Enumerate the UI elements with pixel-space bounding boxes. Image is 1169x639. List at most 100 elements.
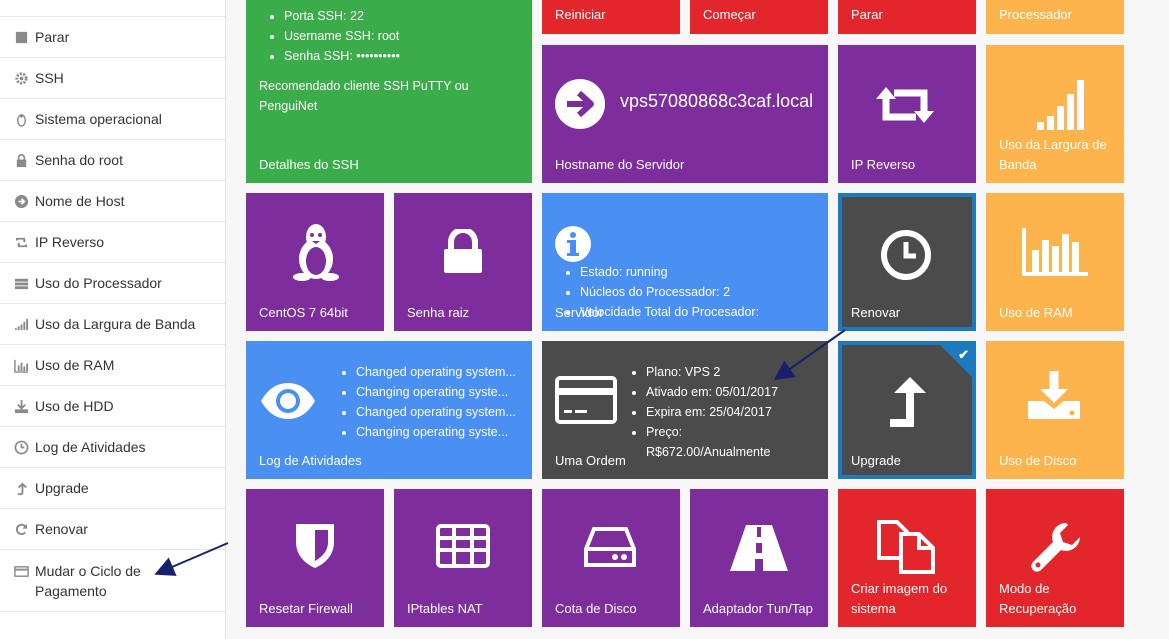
tile-uma-ordem[interactable]: Plano: VPS 2 Ativado em: 05/01/2017 Expi… (542, 341, 828, 479)
sidebar-item-renovar[interactable]: Renovar (0, 509, 225, 550)
tile-largura-banda[interactable]: Uso da Largura de Banda (986, 45, 1124, 183)
sidebar-item-label: Senha do root (35, 152, 123, 168)
road-icon (730, 525, 788, 571)
sidebar-item-label: Sistema operacional (35, 111, 162, 127)
sidebar-item-label: Uso de HDD (35, 398, 114, 414)
sidebar-item-os[interactable]: Sistema operacional (0, 99, 225, 140)
tile-ip-reverso[interactable]: IP Reverso (838, 45, 976, 183)
sidebar-item-senha-root[interactable]: Senha do root (0, 140, 225, 181)
tile-label: Começar (703, 7, 756, 22)
order-activated: Ativado em: 05/01/2017 (646, 382, 778, 402)
order-price: Preço: R$672.00/Anualmente (646, 422, 778, 462)
tile-senha-raiz[interactable]: Senha raiz (394, 193, 532, 331)
refresh-icon (14, 522, 29, 537)
tile-upgrade[interactable]: ✔ Upgrade (838, 341, 976, 479)
tile-label: IP Reverso (851, 157, 916, 172)
tile-servidor[interactable]: Estado: running Núcleos do Processador: … (542, 193, 828, 331)
sidebar-item-parar[interactable]: Parar (0, 17, 225, 58)
sidebar-item-ciclo-pagamento[interactable]: Mudar o Ciclo de Pagamento (0, 550, 225, 612)
eye-icon (259, 381, 317, 421)
credit-card-icon (555, 376, 617, 424)
upgrade-arrow-icon (14, 481, 29, 496)
server-info-list: Estado: running Núcleos do Processador: … (558, 262, 759, 322)
order-plan: Plano: VPS 2 (646, 362, 778, 382)
tile-label: Uso de RAM (999, 305, 1073, 320)
tile-log-atividades[interactable]: Changed operating system... Changing ope… (246, 341, 532, 479)
tile-renovar[interactable]: Renovar (838, 193, 976, 331)
check-icon: ✔ (958, 347, 969, 362)
linux-icon (290, 223, 342, 281)
sidebar-item-log[interactable]: Log de Atividades (0, 427, 225, 468)
dashboard-grid: Porta SSH: 22 Username SSH: root Senha S… (226, 0, 1169, 639)
order-price-value: R$672.00/Anualmente (646, 445, 771, 459)
tile-cota-disco[interactable]: Cota de Disco (542, 489, 680, 627)
lock-icon (442, 229, 484, 273)
signal-bars-icon (14, 317, 29, 332)
tile-label: Servidor (555, 305, 604, 320)
order-info-list: Plano: VPS 2 Ativado em: 05/01/2017 Expi… (624, 362, 778, 462)
wrench-icon (1030, 521, 1082, 573)
tile-hostname[interactable]: vps57080868c3caf.local Hostname do Servi… (542, 45, 828, 183)
tile-modo-recuperacao[interactable]: Modo de Recuperação (986, 489, 1124, 627)
copy-icon (876, 519, 936, 575)
tile-label: Upgrade (851, 453, 901, 468)
sidebar-item-ssh[interactable]: SSH (0, 58, 225, 99)
tile-label: Hostname do Servidor (555, 157, 685, 172)
sidebar-item-label: Renovar (35, 521, 88, 537)
tile-label: Adaptador Tun/Tap (703, 601, 813, 616)
stop-icon (14, 30, 29, 45)
sidebar-item-nome-host[interactable]: Nome de Host (0, 181, 225, 222)
sidebar-item-label: Nome de Host (35, 193, 125, 209)
tile-label: Log de Atividades (259, 453, 362, 468)
sidebar-item-label: Uso de RAM (35, 357, 115, 373)
log-entry: Changing operating syste... (356, 422, 532, 442)
tile-reiniciar[interactable]: Reiniciar (542, 0, 680, 34)
hdd-icon (584, 527, 636, 567)
tile-comecar[interactable]: Começar (690, 0, 828, 34)
lock-icon (14, 153, 29, 168)
download-icon (1026, 371, 1082, 421)
clock-icon (14, 440, 29, 455)
bar-chart-icon (14, 358, 29, 373)
tile-label: Senha raiz (407, 305, 470, 320)
tile-os[interactable]: CentOS 7 64bit (246, 193, 384, 331)
tile-label: Resetar Firewall (259, 601, 353, 616)
sidebar-item-cut[interactable] (0, 0, 225, 17)
ssh-port: Porta SSH: 22 (284, 6, 400, 26)
sidebar-item-hdd[interactable]: Uso de HDD (0, 386, 225, 427)
tile-label: Uma Ordem (555, 453, 626, 468)
sidebar-item-upgrade[interactable]: Upgrade (0, 468, 225, 509)
linux-icon (14, 112, 29, 127)
sidebar-item-label: IP Reverso (35, 234, 104, 250)
tile-label: Processador (999, 7, 1072, 22)
arrow-circle-icon (14, 194, 29, 209)
sidebar-item-label: Uso do Processador (35, 275, 162, 291)
tile-label: IPtables NAT (407, 601, 483, 616)
tile-criar-imagem[interactable]: Criar imagem do sistema (838, 489, 976, 627)
signal-bars-icon (1037, 80, 1085, 130)
tile-resetar-firewall[interactable]: Resetar Firewall (246, 489, 384, 627)
sidebar-item-label: Upgrade (35, 480, 89, 496)
sidebar-item-label: Mudar o Ciclo de Pagamento (35, 563, 141, 599)
tile-processador[interactable]: Processador (986, 0, 1124, 34)
server-speed: Velocidade Total do Procesador: (580, 302, 759, 322)
selected-corner (940, 345, 972, 377)
clock-icon (880, 229, 932, 281)
tile-ssh-details[interactable]: Porta SSH: 22 Username SSH: root Senha S… (246, 0, 532, 183)
tile-iptables-nat[interactable]: IPtables NAT (394, 489, 532, 627)
tile-adaptador-tun-tap[interactable]: Adaptador Tun/Tap (690, 489, 828, 627)
sidebar-item-largura-banda[interactable]: Uso da Largura de Banda (0, 304, 225, 345)
tile-parar[interactable]: Parar (838, 0, 976, 34)
sidebar-item-processador[interactable]: Uso do Processador (0, 263, 225, 304)
sidebar-item-label: Parar (35, 29, 70, 45)
upgrade-arrow-icon (886, 377, 926, 427)
tile-uso-disco[interactable]: Uso de Disco (986, 341, 1124, 479)
sidebar-item-ip-reverso[interactable]: IP Reverso (0, 222, 225, 263)
sidebar-item-ram[interactable]: Uso de RAM (0, 345, 225, 386)
order-price-label: Preço: (646, 425, 683, 439)
tile-label: Renovar (851, 305, 901, 320)
ssh-password: Senha SSH: •••••••••• (284, 46, 400, 66)
tile-ram[interactable]: Uso de RAM (986, 193, 1124, 331)
hostname-value: vps57080868c3caf.local (620, 91, 814, 111)
tile-label: Modo de Recuperação (999, 581, 1077, 616)
